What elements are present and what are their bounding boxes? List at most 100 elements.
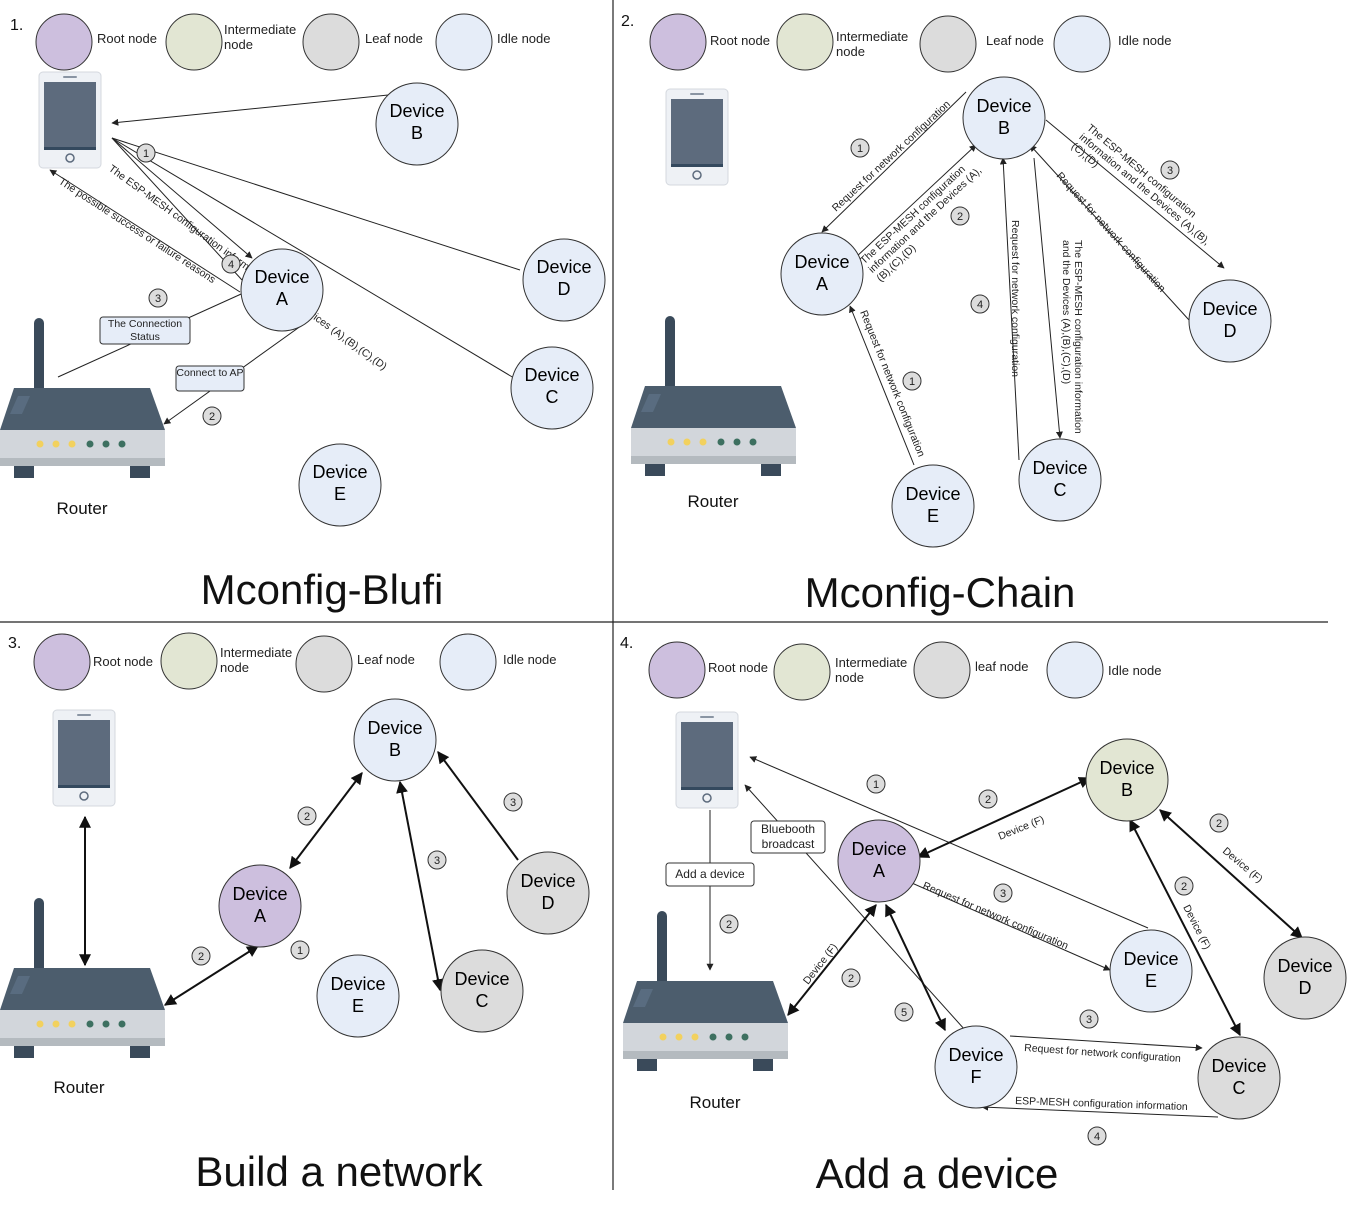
panel-number: 1. [10, 17, 23, 34]
edge-label: The ESP-MESH configuration information a… [1060, 240, 1084, 434]
phone-icon [675, 711, 739, 809]
legend: Root node Intermediate node leaf node Id… [648, 641, 1162, 701]
node-device-d: Device D [506, 851, 590, 935]
node-device-e: Device E [891, 464, 975, 548]
legend-idle-swatch [435, 13, 493, 71]
badge: 4 [977, 299, 983, 311]
panel-number: 4. [620, 635, 633, 652]
legend-leaf-label: Leaf node [986, 33, 1044, 48]
badge: 1 [857, 143, 863, 155]
node-device-c: Device C [1018, 438, 1102, 522]
legend-intermediate-label: Intermediate node [835, 655, 908, 685]
thick-edges [787, 777, 1303, 1037]
node-device-d: Device D [1263, 936, 1347, 1020]
node-label: Device F [948, 1045, 1004, 1087]
node-device-c: Device C [440, 949, 524, 1033]
legend-root-swatch [649, 13, 707, 71]
edge-phone-c [111, 137, 515, 379]
badge: 1 [143, 148, 149, 160]
badges: 2 3 3 2 1 [191, 792, 523, 966]
edge-b-d [1159, 809, 1303, 939]
connect-ap-box [175, 365, 245, 392]
add-device-text: Add a device [675, 867, 745, 881]
legend-leaf-label: Leaf node [365, 31, 423, 46]
badge: 3 [155, 293, 161, 305]
panel-number: 2. [621, 13, 634, 30]
legend-leaf-swatch [919, 15, 977, 73]
legend-intermediate-label: Intermediate node [224, 22, 297, 52]
node-device-d: Device D [1188, 279, 1272, 363]
legend-intermediate-label-wrap: Intermediate node [220, 645, 292, 675]
legend-intermediate-label-wrap: Intermediate node [836, 29, 908, 59]
node-label: Device E [1123, 949, 1179, 991]
node-device-a: Device A [240, 248, 324, 332]
edge-label: Request for network configuration [1009, 220, 1021, 377]
badge: 4 [228, 259, 234, 271]
edge-label: ESP-MESH configuration information [1015, 1095, 1188, 1113]
edge-b-c [1033, 157, 1063, 439]
panel-title: Mconfig-Blufi [201, 566, 444, 613]
legend-idle-swatch [439, 633, 497, 691]
legend-idle-label: Idle node [1118, 33, 1172, 48]
legend-idle-swatch [1053, 15, 1111, 73]
legend-idle-label: Idle node [497, 31, 551, 46]
bluetooth-broadcast-box [750, 820, 826, 854]
legend-root-label: Root node [97, 31, 157, 46]
panel-title: Mconfig-Chain [805, 569, 1076, 616]
badge: 1 [909, 376, 915, 388]
node-device-a: Device A [837, 819, 921, 903]
node-label: Device D [520, 871, 576, 913]
node-label: Device A [794, 252, 850, 294]
legend-root-swatch [648, 641, 706, 699]
badges: 1 2 3 4 1 [850, 138, 1180, 391]
badge: 3 [1086, 1014, 1092, 1026]
edges [79, 751, 519, 1006]
legend-leaf-label: Leaf node [357, 652, 415, 667]
node-device-b: Device B [962, 76, 1046, 160]
badge: 1 [297, 945, 303, 957]
edge-a-phone [49, 169, 241, 293]
node-device-e: Device E [1109, 929, 1193, 1013]
legend-intermediate-label-wrap: Intermediate node [224, 22, 297, 52]
node-device-e: Device E [298, 443, 382, 527]
edge-label-wrap: The ESP-MESH configuration information a… [1068, 122, 1213, 248]
panel-4: 4. Root node Intermediate node leaf node… [620, 635, 1347, 1197]
node-device-b: Device B [1085, 738, 1169, 822]
badge: 2 [985, 794, 991, 806]
legend-root-label: Root node [710, 33, 770, 48]
edge-router-a [163, 945, 260, 1006]
badge: 2 [209, 411, 215, 423]
legend-intermediate-label-wrap: Intermediate node [835, 655, 908, 685]
badge: 4 [1094, 1131, 1100, 1143]
badges: 1 4 3 2 [136, 143, 241, 426]
panel-2: 2. Root node Intermediate node Leaf node… [621, 13, 1272, 616]
node-label: Device C [1032, 458, 1088, 500]
badge: 2 [1181, 881, 1187, 893]
badge: 3 [510, 797, 516, 809]
edge-phone-a [111, 137, 253, 259]
node-label: Device E [312, 462, 368, 504]
legend: Root node Intermediate node Leaf node Id… [33, 632, 557, 693]
edge-b-c [396, 780, 444, 992]
edge-router-a [787, 904, 877, 1016]
legend-idle-label: Idle node [1108, 663, 1162, 678]
edge-label: The ESP-MESH configuration information a… [1068, 122, 1213, 248]
node-device-a: Device A [780, 232, 864, 316]
edge-b-phone [111, 94, 389, 126]
node-label: Device E [905, 484, 961, 526]
badge: 3 [1000, 888, 1006, 900]
edge-f-c [1009, 1035, 1203, 1052]
edge-b-d [1045, 119, 1225, 269]
edge-phone-a-2 [111, 137, 243, 281]
node-label: Device B [1099, 758, 1155, 800]
legend-root-label: Root node [708, 660, 768, 675]
panel-title: Build a network [195, 1148, 483, 1195]
badge: 2 [726, 919, 732, 931]
node-label: Device E [330, 974, 386, 1016]
edge-a-b [289, 772, 363, 869]
router-icon [0, 898, 165, 1058]
connect-ap-text: Connect to AP [176, 367, 244, 379]
router-label: Router [53, 1078, 104, 1097]
router-icon [623, 911, 788, 1071]
